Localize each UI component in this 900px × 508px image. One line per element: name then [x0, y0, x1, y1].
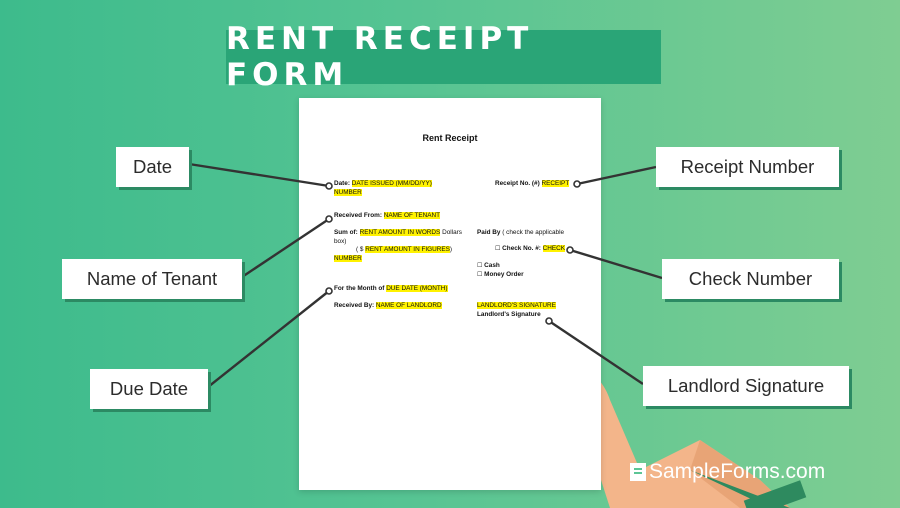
check-row: ☐ Check No. #: CHECK [495, 245, 566, 254]
callout-check-number: Check Number [662, 259, 839, 299]
check-anchor [566, 246, 574, 254]
date-row: Date: DATE ISSUED (MM/DD/YY) NUMBER [334, 180, 432, 197]
received-by-label: Received By: [334, 302, 375, 309]
due-date-connector [207, 290, 330, 388]
sum-words-field: RENT AMOUNT IN WORDS [359, 229, 441, 236]
tenant-connector [241, 218, 330, 278]
received-by-field: NAME OF LANDLORD [375, 302, 442, 309]
callout-date: Date [116, 147, 189, 187]
received-from-label: Received From: [334, 212, 382, 219]
date-anchor [325, 182, 333, 190]
money-order-checkbox[interactable]: ☐ [477, 271, 483, 278]
callout-receipt-number: Receipt Number [656, 147, 839, 187]
month-label: For the Month of [334, 285, 385, 292]
sum-label: Sum of: [334, 229, 358, 236]
callout-check-number-label: Check Number [688, 268, 813, 289]
cash-checkbox[interactable]: ☐ [477, 263, 483, 269]
check-checkbox[interactable]: ☐ [495, 246, 501, 252]
callout-due-date: Due Date [90, 369, 208, 409]
receipt-label: Receipt No. (#) [495, 180, 540, 187]
date-field: DATE ISSUED (MM/DD/YY) [351, 180, 432, 187]
receipt-connector [576, 165, 657, 186]
tenant-anchor [325, 215, 333, 223]
paid-by-row: Paid By ( check the applicable [477, 229, 564, 238]
callout-receipt-number-label: Receipt Number [680, 156, 815, 177]
signature-connector [548, 320, 644, 385]
callout-tenant-label: Name of Tenant [86, 268, 218, 289]
landlord-signature-label: Landlord's Signature [477, 310, 541, 318]
check-field: CHECK [542, 245, 566, 252]
landlord-signature-block: LANDLORD'S SIGNATURE Landlord's Signatur… [477, 302, 556, 319]
receipt-document: Rent Receipt Date: DATE ISSUED (MM/DD/YY… [299, 98, 601, 490]
callout-tenant: Name of Tenant [62, 259, 242, 299]
due-date-anchor [325, 287, 333, 295]
cash-label: Cash [484, 262, 500, 269]
sum-row: Sum of: RENT AMOUNT IN WORDS Dollars box… [334, 229, 462, 263]
sum-figures-prefix: ( $ [356, 246, 364, 254]
sum-figures-suffix: ) [449, 246, 453, 254]
received-from-field: NAME OF TENANT [383, 212, 441, 219]
date-connector [188, 162, 330, 188]
date-label: Date: [334, 180, 350, 187]
receipt-anchor [573, 180, 581, 188]
callout-landlord-signature-label: Landlord Signature [667, 375, 825, 396]
month-field: DUE DATE (MONTH) [386, 285, 448, 292]
callout-due-date-label: Due Date [109, 378, 189, 399]
title-banner: RENT RECEIPT FORM [226, 21, 661, 93]
landlord-signature-field: LANDLORD'S SIGNATURE [477, 302, 556, 309]
callout-date-label: Date [132, 156, 173, 177]
check-connector [569, 248, 663, 280]
paid-by-note: ( check the applicable [502, 229, 565, 236]
document-title: Rent Receipt [422, 133, 478, 143]
sum-words-suffix: Dollars [442, 229, 462, 236]
money-order-label: Money Order [484, 270, 524, 278]
paid-by-label: Paid By [477, 229, 501, 236]
callout-landlord-signature: Landlord Signature [643, 366, 849, 406]
receipt-field: RECEIPT [541, 180, 570, 187]
date-field-line2: NUMBER [334, 188, 362, 196]
banner-title: RENT RECEIPT FORM [226, 21, 534, 93]
sum-figures-field: RENT AMOUNT IN FIGURES [365, 246, 450, 254]
brand-logo[interactable]: SampleForms.com [630, 460, 825, 484]
sum-line4: NUMBER [334, 254, 362, 262]
document-icon [630, 463, 646, 481]
received-by-row: Received By: NAME OF LANDLORD [334, 302, 442, 311]
payment-options: ☐ Cash ☐ Money Order [477, 262, 524, 279]
check-label: Check No. #: [502, 245, 541, 252]
receipt-row: Receipt No. (#) RECEIPT [495, 180, 570, 189]
sum-line2: box) [334, 237, 347, 245]
month-row: For the Month of DUE DATE (MONTH) [334, 285, 448, 294]
signature-anchor [545, 317, 553, 325]
brand-name: SampleForms.com [649, 460, 826, 483]
received-from-row: Received From: NAME OF TENANT [334, 212, 441, 221]
